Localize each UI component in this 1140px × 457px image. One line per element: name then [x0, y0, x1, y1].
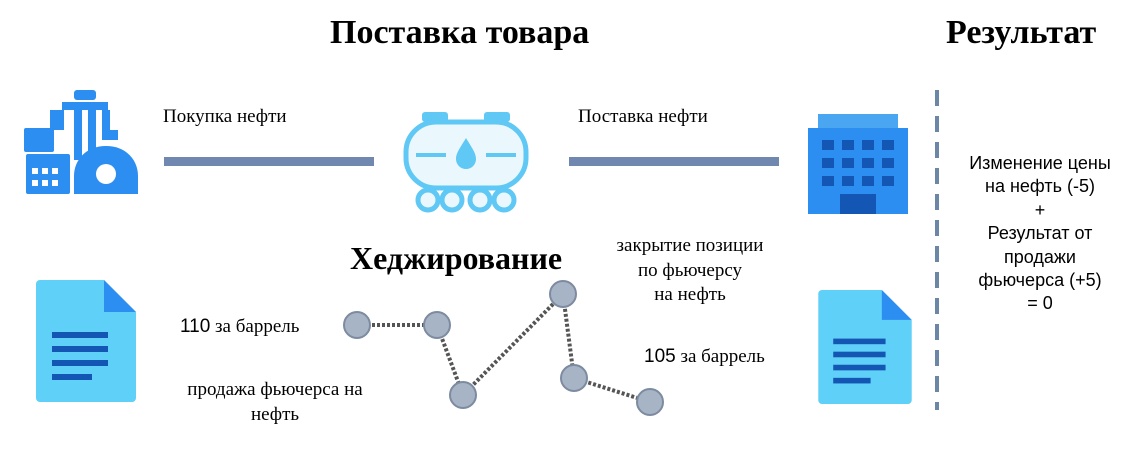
oil-tank-car-icon: [403, 112, 529, 213]
hedge-node: [560, 364, 588, 392]
price-end-label: 105 за баррель: [644, 346, 765, 368]
buy-connector: [164, 157, 374, 166]
price-start-unit: за баррель: [215, 316, 300, 337]
price-end-unit: за баррель: [680, 346, 765, 367]
document-icon: [36, 280, 136, 402]
sell-futures-label: продажа фьючерса на нефть: [187, 379, 363, 425]
hedge-node: [423, 311, 451, 339]
hedging-price-path: [343, 280, 664, 416]
hedge-node-start: [343, 311, 371, 339]
office-building-icon: [808, 114, 908, 214]
supply-title: Поставка товара: [330, 14, 590, 51]
hedge-node: [449, 381, 477, 409]
deliver-connector: [569, 157, 779, 166]
result-title: Результат: [946, 14, 1097, 51]
hedging-title: Хеджирование: [350, 240, 563, 276]
price-start-number: 110: [180, 316, 211, 337]
result-explanation: Изменение цены на нефть (-5) + Результат…: [969, 153, 1111, 314]
dashed-separator: [935, 90, 939, 410]
document-icon: [818, 290, 912, 404]
hedge-node-end: [636, 388, 664, 416]
price-start-label: 110 за баррель: [180, 316, 299, 338]
hedge-node-peak: [549, 280, 577, 308]
price-end-number: 105: [644, 346, 676, 367]
deliver-oil-label: Поставка нефти: [578, 106, 708, 127]
oil-refinery-icon: [24, 90, 138, 194]
buy-oil-label: Покупка нефти: [163, 106, 287, 127]
close-position-label: закрытие позиции по фьючерсу на нефть: [616, 235, 764, 306]
